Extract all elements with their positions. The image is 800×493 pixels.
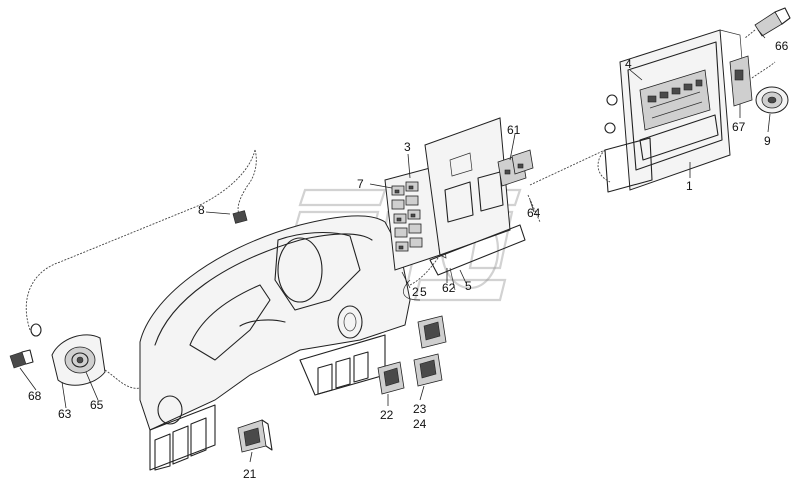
switch-22 bbox=[377, 361, 405, 395]
switch-23-24 bbox=[413, 353, 443, 387]
wire-64 bbox=[527, 149, 606, 223]
relay-bracket-61 bbox=[409, 117, 534, 286]
callout-25: 2 bbox=[412, 285, 419, 299]
callout-7: 7 bbox=[357, 177, 364, 191]
plug-66 bbox=[744, 7, 791, 39]
electrical-box-1 bbox=[597, 29, 743, 193]
dashboard-panel bbox=[139, 215, 411, 471]
switch-25 bbox=[417, 315, 447, 349]
callout-22: 22 bbox=[380, 408, 394, 422]
callout-66: 66 bbox=[775, 39, 789, 53]
callout-68: 68 bbox=[28, 389, 42, 403]
bracket-5 bbox=[403, 224, 526, 301]
connector-67 bbox=[729, 55, 776, 107]
callout-63: 63 bbox=[58, 407, 72, 421]
callout-1: 1 bbox=[686, 179, 693, 193]
callout-8: 8 bbox=[198, 203, 205, 217]
callout-9: 9 bbox=[764, 134, 771, 148]
switch-9 bbox=[755, 86, 789, 114]
callout-21: 21 bbox=[243, 467, 257, 481]
part-63 bbox=[30, 323, 42, 337]
gauge-65 bbox=[51, 334, 106, 386]
callout-61: 61 bbox=[507, 123, 521, 137]
relay-block-3 bbox=[384, 167, 447, 271]
callout-62: 62 bbox=[442, 281, 456, 295]
callout-4: 4 bbox=[625, 57, 632, 71]
callout-64: 64 bbox=[527, 206, 541, 220]
callout-67: 67 bbox=[732, 120, 746, 134]
switch-21 bbox=[237, 419, 273, 453]
callout-5a: 5 bbox=[420, 285, 427, 299]
callout-65: 65 bbox=[90, 398, 104, 412]
callout-24: 24 bbox=[413, 417, 427, 431]
part-68 bbox=[9, 349, 34, 369]
leader-lines bbox=[19, 29, 771, 463]
callout-3: 3 bbox=[404, 140, 411, 154]
callout-23: 23 bbox=[413, 402, 427, 416]
callout-5b: 5 bbox=[465, 279, 472, 293]
cable-harness-8 bbox=[25, 149, 257, 389]
callout-labels: 3 7 8 61 4 1 66 67 9 64 2 5 62 5 21 22 2… bbox=[28, 39, 789, 481]
